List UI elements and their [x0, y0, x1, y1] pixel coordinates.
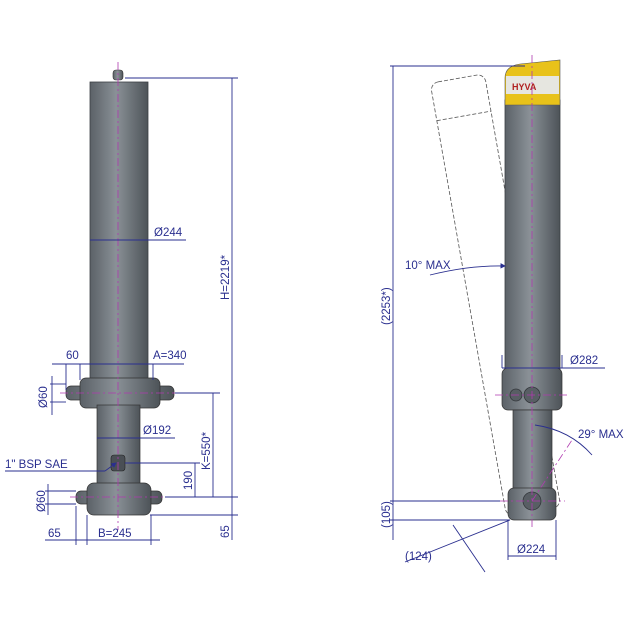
collar-diameter-label: Ø282	[570, 355, 598, 367]
bottom-offset-label: 65	[220, 525, 232, 538]
lower-tube	[512, 409, 553, 491]
trunnion-diameter-bottom-label: Ø60	[36, 490, 48, 512]
port-height-label: 190	[183, 471, 195, 490]
tube-diameter-label: Ø244	[154, 227, 183, 239]
outer-tube	[89, 81, 149, 383]
base-block	[86, 482, 152, 516]
stroke-k-label: K=550*	[201, 431, 213, 470]
brand-logo: HYVA	[512, 82, 537, 92]
base-offset-label: (105)	[381, 501, 393, 528]
overall-length-label: (2253*)	[381, 287, 393, 325]
trunnion-diameter-top-label: Ø60	[38, 386, 50, 408]
tilt-label: 10° MAX	[405, 260, 451, 272]
cap-band	[506, 76, 559, 94]
swing-label: 29° MAX	[578, 429, 624, 441]
lower-tube	[96, 404, 141, 491]
height-label: H=2219*	[220, 254, 232, 300]
lower-diameter-label: Ø192	[143, 425, 171, 437]
right-cylinder: HYVA	[431, 55, 573, 530]
right-dimensions: (2253*) 10° MAX Ø282 29° MAX (105) (124)…	[381, 65, 624, 573]
base-trunnion-length-label: 65	[48, 528, 61, 540]
left-dimensions: H=2219* 65 K=550* 190 Ø244 A=340 60 Ø60 …	[5, 77, 238, 545]
trunnion-length-label: 60	[66, 350, 79, 362]
base-diameter-label: Ø224	[517, 544, 546, 556]
base-radius-label: (124)	[405, 551, 432, 563]
port-label: 1" BSP SAE	[5, 459, 68, 471]
outer-tube	[504, 99, 561, 376]
trunnion-span-label: A=340	[153, 350, 187, 362]
left-cylinder	[60, 62, 190, 530]
base-span-label: B=245	[98, 528, 132, 540]
